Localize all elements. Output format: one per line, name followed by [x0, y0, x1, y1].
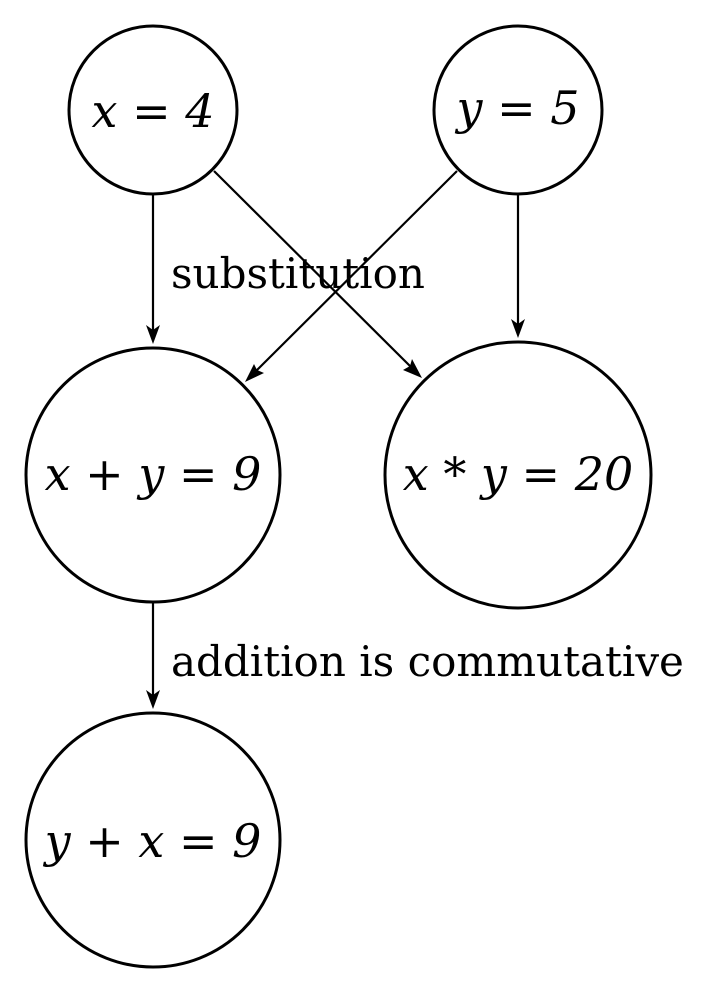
arrow-head-icon	[245, 364, 264, 382]
edge-x-to-product	[213, 170, 422, 378]
node-x-times-y: x * y = 20	[383, 340, 653, 610]
node-x-plus-y-label: x + y = 9	[45, 447, 262, 501]
edge-sum-to-commuted	[146, 601, 160, 709]
commutative-label: addition is commutative	[171, 637, 684, 686]
arrow-head-icon	[146, 690, 160, 709]
node-x-eq-4: x = 4	[67, 24, 239, 196]
arrow-head-icon	[511, 319, 525, 338]
node-y-eq-5-label: y = 5	[454, 81, 579, 135]
node-x-eq-4-label: x = 4	[92, 84, 215, 138]
arrow-head-icon	[403, 359, 422, 378]
substitution-label: substitution	[171, 249, 425, 298]
edge-x-to-sum	[146, 194, 160, 344]
node-y-plus-x-label: y + x = 9	[43, 814, 262, 868]
arrow-head-icon	[146, 325, 160, 344]
edge-y-to-sum	[245, 170, 458, 382]
edge-y-to-product	[511, 194, 525, 338]
node-y-plus-x: y + x = 9	[24, 711, 282, 969]
node-x-plus-y: x + y = 9	[24, 346, 282, 604]
node-y-eq-5: y = 5	[432, 24, 604, 196]
node-x-times-y-label: x * y = 20	[403, 447, 634, 501]
